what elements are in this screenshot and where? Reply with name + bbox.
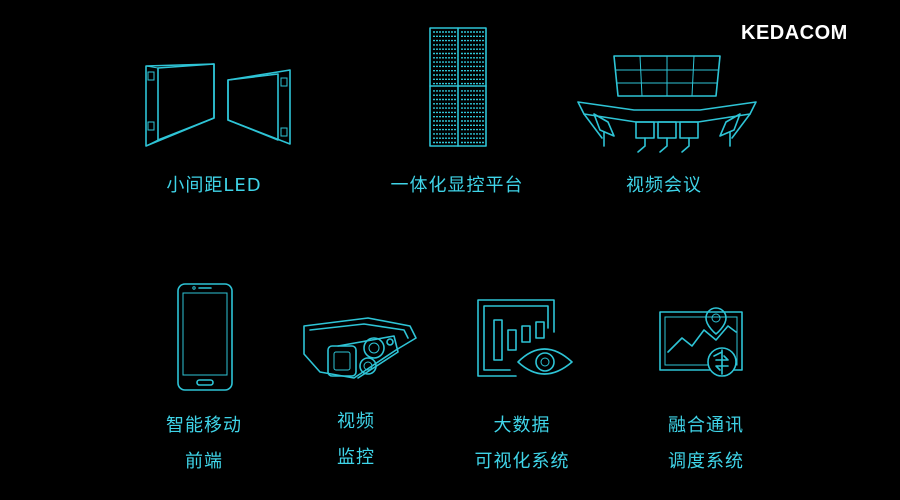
led-display-icon bbox=[138, 60, 298, 150]
conference-room-icon bbox=[574, 52, 760, 156]
map-network-icon bbox=[658, 302, 748, 382]
product-label-big-data-line2: 可视化系统 bbox=[474, 451, 570, 472]
product-label-mobile-terminal-line1: 智能移动 bbox=[166, 415, 242, 436]
smartphone-icon bbox=[176, 282, 236, 394]
product-label-video-conference: 视频会议 bbox=[626, 175, 702, 196]
product-label-big-data-line1: 大数据 bbox=[493, 415, 551, 436]
product-label-led: 小间距LED bbox=[166, 175, 262, 196]
security-camera-icon bbox=[298, 312, 422, 386]
server-rack-icon bbox=[428, 26, 490, 150]
product-label-fusion-comm-line1: 融合通讯 bbox=[668, 415, 744, 436]
product-label-surveillance-line1: 视频 bbox=[337, 411, 375, 432]
product-label-mobile-terminal-line2: 前端 bbox=[185, 451, 223, 472]
kedacom-logo: KEDACOM bbox=[741, 22, 848, 44]
product-label-surveillance-line2: 监控 bbox=[337, 447, 375, 468]
product-label-display-platform: 一体化显控平台 bbox=[390, 175, 524, 196]
data-eye-icon bbox=[474, 296, 578, 380]
product-label-fusion-comm-line2: 调度系统 bbox=[668, 451, 744, 472]
